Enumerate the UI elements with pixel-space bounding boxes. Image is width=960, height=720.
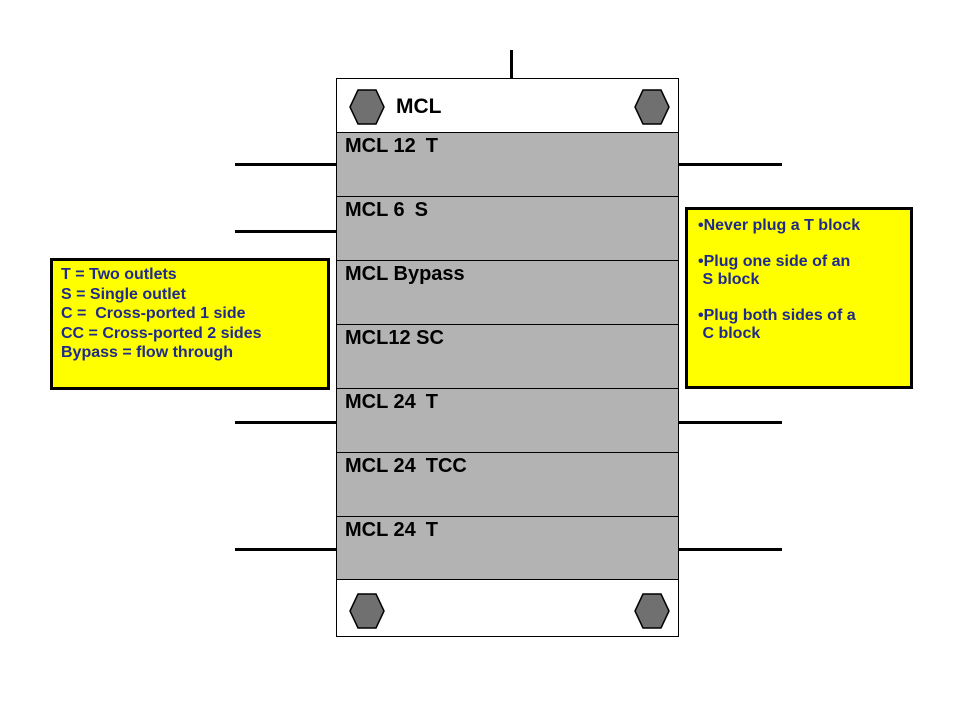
manifold-block: MCL 24 TCC [337,452,678,516]
manifold-title: MCL [396,95,442,118]
rule-line: •Plug one side of an [698,253,851,270]
block-label: MCL Bypass [345,263,465,286]
manifold-assembly: MCL MCL 12 T MCL 6 S MCL Bypass MCL12 SC M… [336,78,679,637]
hex-bolt-icon [634,89,670,125]
port-line-left-2 [235,230,336,233]
port-line-left-4 [235,548,336,551]
block-label: MCL 24 T [345,519,438,542]
block-label: MCL 6 S [345,199,428,222]
block-stack: MCL 12 T MCL 6 S MCL Bypass MCL12 SC MCL 2… [337,132,678,580]
legend-line: C = Cross-ported 1 side [61,305,246,322]
block-label: MCL 24 TCC [345,455,467,478]
manifold-block: MCL12 SC [337,324,678,388]
block-model: MCL 12 [345,135,416,157]
block-model: MCL 24 [345,391,416,413]
port-line-left-1 [235,163,336,166]
plugging-rules-note: •Never plug a T block •Plug one side of … [685,207,913,389]
rule-line: •Never plug a T block [698,217,861,234]
hex-bolt-icon [349,593,385,629]
legend-line: Bypass = flow through [61,344,234,361]
legend-line: S = Single outlet [61,285,186,303]
legend-line: CC = Cross-ported 2 sides [61,324,262,342]
block-label: MCL12 SC [345,327,444,350]
port-line-right-2 [679,421,782,424]
manifold-block: MCL 6 S [337,196,678,260]
rule-line: C block [698,325,761,342]
manifold-block: MCL 12 T [337,132,678,196]
block-type: S [414,199,428,221]
legend-note: T = Two outlets S = Single outlet C = Cr… [50,258,330,390]
block-type: T [425,391,438,413]
block-type: T [425,519,438,541]
block-label: MCL 24 T [345,391,438,414]
block-label: MCL 12 T [345,135,438,158]
inlet-line-top [510,50,513,78]
rule-line: S block [698,271,760,288]
manifold-block: MCL Bypass [337,260,678,324]
block-model: MCL 6 [345,199,405,221]
port-line-right-1 [679,163,782,166]
port-line-right-3 [679,548,782,551]
manifold-block: MCL 24 T [337,516,678,580]
block-type: T [425,135,438,157]
block-type: TCC [425,455,467,477]
port-line-left-3 [235,421,336,424]
block-model: MCL 24 [345,455,416,477]
block-model: MCL 24 [345,519,416,541]
hex-bolt-icon [634,593,670,629]
hex-bolt-icon [349,89,385,125]
block-model: MCL Bypass [345,263,465,285]
manifold-block: MCL 24 T [337,388,678,452]
block-model: MCL12 SC [345,327,444,349]
rule-line: •Plug both sides of a [698,307,856,324]
legend-line: T = Two outlets [61,266,177,283]
